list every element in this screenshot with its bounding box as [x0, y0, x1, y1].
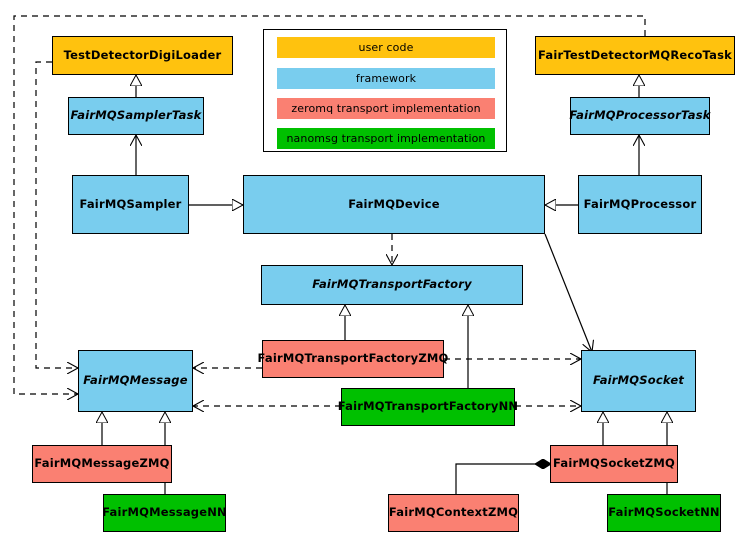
- node-label: FairMQSocketNN: [608, 505, 720, 520]
- node-fair-mq-transport-factory[interactable]: FairMQTransportFactory: [261, 265, 523, 305]
- node-fair-mq-message-nn[interactable]: FairMQMessageNN: [102, 494, 227, 532]
- node-label: FairMQMessageNN: [102, 505, 227, 520]
- legend-item-label: framework: [355, 72, 417, 85]
- node-label: FairMQMessageZMQ: [34, 456, 170, 471]
- color-legend: user code framework zeromq transport imp…: [263, 29, 507, 152]
- node-fair-mq-message-zmq[interactable]: FairMQMessageZMQ: [32, 445, 172, 483]
- node-fair-mq-transport-factory-zmq[interactable]: FairMQTransportFactoryZMQ: [258, 340, 448, 378]
- node-fair-mq-transport-factory-nn[interactable]: FairMQTransportFactoryNN: [338, 388, 518, 426]
- node-test-detector-digi-loader[interactable]: TestDetectorDigiLoader: [52, 36, 233, 75]
- edge-socketzmq-composes-contextzmq: [455, 464, 550, 494]
- node-fair-mq-device[interactable]: FairMQDevice: [243, 175, 545, 234]
- node-label: FairMQProcessorTask: [569, 108, 711, 123]
- node-fair-mq-sampler-task[interactable]: FairMQSamplerTask: [68, 97, 204, 135]
- node-label: FairMQProcessor: [583, 196, 697, 211]
- legend-item-zeromq: zeromq transport implementation: [277, 98, 495, 119]
- node-label: FairMQSamplerTask: [70, 108, 202, 123]
- node-label: FairTestDetectorMQRecoTask: [538, 47, 732, 62]
- node-label: FairMQMessage: [83, 373, 188, 388]
- node-fair-mq-processor-task[interactable]: FairMQProcessorTask: [569, 97, 711, 135]
- node-label: FairMQSocket: [592, 373, 685, 388]
- legend-item-label: zeromq transport implementation: [291, 102, 481, 115]
- node-fair-mq-socket[interactable]: FairMQSocket: [581, 350, 696, 412]
- node-label: FairMQSocketZMQ: [553, 456, 675, 471]
- legend-item-nanomsg: nanomsg transport implementation: [277, 128, 495, 149]
- node-label: FairMQDevice: [348, 196, 440, 211]
- node-fair-mq-processor[interactable]: FairMQProcessor: [578, 175, 702, 234]
- node-label: FairMQSampler: [79, 196, 182, 211]
- node-fair-mq-sampler[interactable]: FairMQSampler: [72, 175, 189, 234]
- node-fair-test-detector-mq-reco-task[interactable]: FairTestDetectorMQRecoTask: [535, 36, 735, 75]
- node-fair-mq-message[interactable]: FairMQMessage: [78, 350, 193, 412]
- node-fair-mq-context-zmq[interactable]: FairMQContextZMQ: [388, 494, 519, 532]
- legend-item-label: user code: [358, 41, 414, 54]
- node-label: FairMQTransportFactoryNN: [337, 399, 519, 414]
- node-fair-mq-socket-nn[interactable]: FairMQSocketNN: [607, 494, 721, 532]
- node-label: FairMQTransportFactoryZMQ: [257, 351, 449, 366]
- edge-device-to-socket: [544, 233, 592, 352]
- legend-item-user-code: user code: [277, 37, 495, 58]
- node-label: FairMQContextZMQ: [388, 505, 519, 520]
- node-fair-mq-socket-zmq[interactable]: FairMQSocketZMQ: [550, 445, 678, 483]
- node-label: FairMQTransportFactory: [312, 277, 472, 292]
- legend-item-framework: framework: [277, 68, 495, 89]
- legend-item-label: nanomsg transport implementation: [286, 132, 486, 145]
- node-label: TestDetectorDigiLoader: [63, 47, 222, 62]
